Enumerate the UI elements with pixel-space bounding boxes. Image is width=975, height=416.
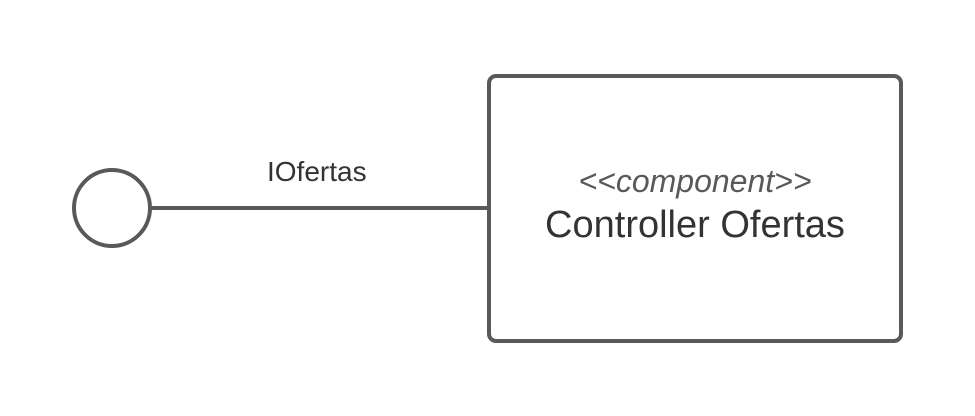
component-box: <<component>> Controller Ofertas (487, 74, 903, 343)
provided-interface-lollipop (72, 168, 152, 248)
component-stereotype: <<component>> (578, 163, 812, 199)
component-name: Controller Ofertas (545, 204, 845, 246)
interface-label: IOfertas (267, 156, 367, 187)
